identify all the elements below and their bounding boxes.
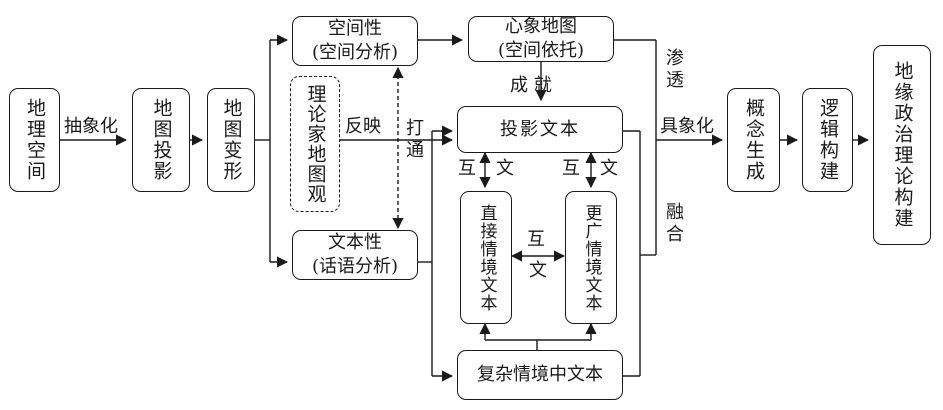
node-textuality-sub: (话语分析) (311, 256, 399, 277)
node-complex-context-text: 复杂情境中文本 (457, 350, 623, 400)
node-projection-text-label: 投影文本 (500, 118, 580, 140)
node-concept-generation: 概念生成 (727, 88, 780, 192)
node-spatiality-title: 空间性 (328, 18, 382, 39)
node-map-deformation: 地图变形 (207, 88, 255, 192)
label-permeate: 渗透 (663, 48, 684, 92)
node-logic-construction: 逻辑构建 (802, 88, 853, 192)
node-concept-generation-label: 概念生成 (743, 98, 765, 182)
node-mental-map: 心象地图 (空间依托) (468, 16, 614, 62)
label-achieve: 成 就 (510, 75, 552, 96)
node-geopolitical-theory-label: 地缘政治理论构建 (891, 61, 914, 229)
label-concretize: 具象化 (660, 116, 714, 137)
node-spatiality-sub: (空间分析) (311, 42, 399, 63)
label-intertext-mid-2: 文 (529, 260, 547, 281)
label-reflection: 反映 (345, 116, 381, 137)
node-mental-map-sub: (空间依托) (497, 40, 585, 61)
label-fuse: 融合 (663, 202, 684, 246)
node-geo-space-label: 地理空间 (24, 98, 46, 182)
node-geo-space: 地理空间 (9, 88, 60, 192)
node-direct-context-text-label: 直接情境文本 (476, 203, 497, 312)
node-geopolitical-theory: 地缘政治理论构建 (873, 45, 931, 245)
node-complex-context-text-label: 复杂情境中文本 (477, 364, 603, 385)
node-spatiality: 空间性 (空间分析) (292, 16, 418, 66)
node-map-deformation-label: 地图变形 (220, 98, 243, 182)
node-geo-projection-label: 地图投影 (150, 98, 173, 182)
label-intertext-right-2: 文 (600, 158, 618, 179)
label-intertext-right-1: 互 (562, 158, 580, 179)
label-intertext-mid-1: 互 (527, 229, 545, 250)
label-break-through: 打通 (403, 118, 424, 162)
label-intertext-left-1: 互 (458, 158, 476, 179)
node-logic-construction-label: 逻辑构建 (817, 98, 839, 182)
node-geo-projection: 地图投影 (132, 88, 190, 192)
node-theorist-map-view-label: 理论家地图观 (304, 84, 327, 204)
label-abstraction: 抽象化 (64, 116, 118, 137)
node-direct-context-text: 直接情境文本 (460, 191, 512, 324)
label-intertext-left-2: 文 (496, 158, 514, 179)
node-wider-context-text: 更广情境文本 (565, 191, 617, 324)
node-theorist-map-view: 理论家地图观 (290, 76, 340, 212)
node-textuality-title: 文本性 (328, 232, 382, 253)
node-textuality: 文本性 (话语分析) (292, 230, 418, 280)
node-projection-text: 投影文本 (457, 106, 623, 153)
node-wider-context-text-label: 更广情境文本 (581, 203, 602, 312)
node-mental-map-title: 心象地图 (505, 16, 577, 37)
